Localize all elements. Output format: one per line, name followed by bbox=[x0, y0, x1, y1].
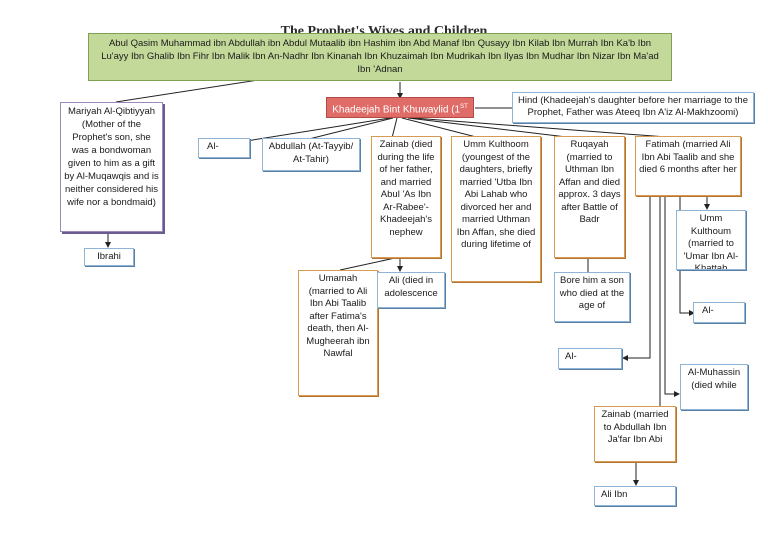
child-abdullah-box: Abdullah (At-Tayyib/ At-Tahir) bbox=[262, 138, 360, 171]
child-umm-kulthoom-text: Umm Kulthoom (youngest of the daughters,… bbox=[456, 139, 536, 250]
grandchild-al-muhassin-text: Al-Muhassin (died while bbox=[687, 367, 741, 391]
child-fatimah-box: Fatimah (married Ali Ibn Abi Taalib and … bbox=[635, 136, 741, 196]
hind-box: Hind (Khadeejah's daughter before her ma… bbox=[512, 92, 754, 123]
khadeejah-box: Khadeejah Bint Khuwaylid (1ST bbox=[326, 97, 474, 118]
grandchild-ali-text: Ali (died in adolescence bbox=[384, 275, 438, 299]
grandchild-umm-kulthoum-box: Umm Kulthoum (married to 'Umar Ibn Al-Kh… bbox=[676, 210, 746, 270]
grandchild-bore-him-box: Bore him a son who died at the age of bbox=[554, 272, 630, 322]
child-zainab-text: Zainab (died during the life of her fath… bbox=[377, 139, 435, 238]
child-al-qasim-text: Al- bbox=[207, 141, 219, 152]
grandchild-ali-box: Ali (died in adolescence bbox=[377, 272, 445, 308]
grandchild-bore-him-text: Bore him a son who died at the age of bbox=[559, 275, 625, 311]
grandchild-umamah-box: Umamah (married to Ali Ibn Abi Taalib af… bbox=[298, 270, 378, 396]
connector-to-abdullah bbox=[304, 117, 394, 141]
child-al-qasim-box: Al- bbox=[198, 138, 250, 158]
connector-to-fatimah bbox=[412, 117, 681, 139]
child-ruqayah-box: Ruqayah (married to Uthman Ibn Affan and… bbox=[554, 136, 625, 258]
khadeejah-superscript: ST bbox=[460, 104, 468, 110]
grandchild-al-hasan-text: Al- bbox=[702, 305, 714, 316]
ancestry-box: Abul Qasim Muhammad ibn Abdullah ibn Abd… bbox=[88, 33, 672, 81]
grandchild-al-husain-box: Al- bbox=[558, 348, 622, 369]
child-fatimah-text: Fatimah (married Ali Ibn Abi Taalib and … bbox=[639, 139, 737, 175]
great-grandchild-ali-ibn-box: Ali Ibn bbox=[594, 486, 676, 506]
hind-text: Hind (Khadeejah's daughter before her ma… bbox=[518, 95, 748, 118]
child-ruqayah-text: Ruqayah (married to Uthman Ibn Affan and… bbox=[558, 139, 621, 225]
grandchild-umm-kulthoum-text: Umm Kulthoum (married to 'Umar Ibn Al-Kh… bbox=[683, 213, 739, 270]
grandchild-al-hasan-box: Al- bbox=[693, 302, 745, 323]
connector-ancestry-mariyah bbox=[115, 79, 259, 103]
child-zainab-box: Zainab (died during the life of her fath… bbox=[371, 136, 441, 258]
mariyah-text: Mariyah Al-Qibtiyyah (Mother of the Prop… bbox=[64, 106, 159, 208]
connector-to-umm-kulthoom bbox=[401, 117, 481, 139]
grandchild-zainab-box: Zainab (married to Abdullah Ibn Ja'far I… bbox=[594, 406, 676, 462]
mariyah-box: Mariyah Al-Qibtiyyah (Mother of the Prop… bbox=[60, 102, 163, 232]
grandchild-zainab-text: Zainab (married to Abdullah Ibn Ja'far I… bbox=[601, 409, 669, 445]
ibrahim-box: Ibrahi bbox=[84, 248, 134, 266]
ancestry-text: Abul Qasim Muhammad ibn Abdullah ibn Abd… bbox=[101, 38, 659, 75]
grandchild-al-muhassin-box: Al-Muhassin (died while bbox=[680, 364, 748, 410]
connector-fatimah-zainab bbox=[636, 196, 661, 416]
khadeejah-name: Khadeejah Bint Khuwaylid (1 bbox=[332, 104, 461, 116]
connector-zainab-umamah bbox=[339, 257, 396, 271]
connector-to-ruqayah bbox=[407, 117, 576, 139]
grandchild-umamah-text: Umamah (married to Ali Ibn Abi Taalib af… bbox=[306, 273, 370, 359]
connector-to-zainab bbox=[391, 117, 398, 139]
connector-fatimah-al-muhassin bbox=[664, 196, 678, 395]
great-grandchild-ali-ibn-text: Ali Ibn bbox=[601, 489, 628, 500]
ibrahim-text: Ibrahi bbox=[97, 251, 121, 262]
child-umm-kulthoom-box: Umm Kulthoom (youngest of the daughters,… bbox=[451, 136, 541, 282]
grandchild-al-husain-text: Al- bbox=[565, 351, 577, 362]
child-abdullah-text: Abdullah (At-Tayyib/ At-Tahir) bbox=[268, 141, 354, 165]
connector-fatimah-al-husain bbox=[624, 196, 651, 359]
